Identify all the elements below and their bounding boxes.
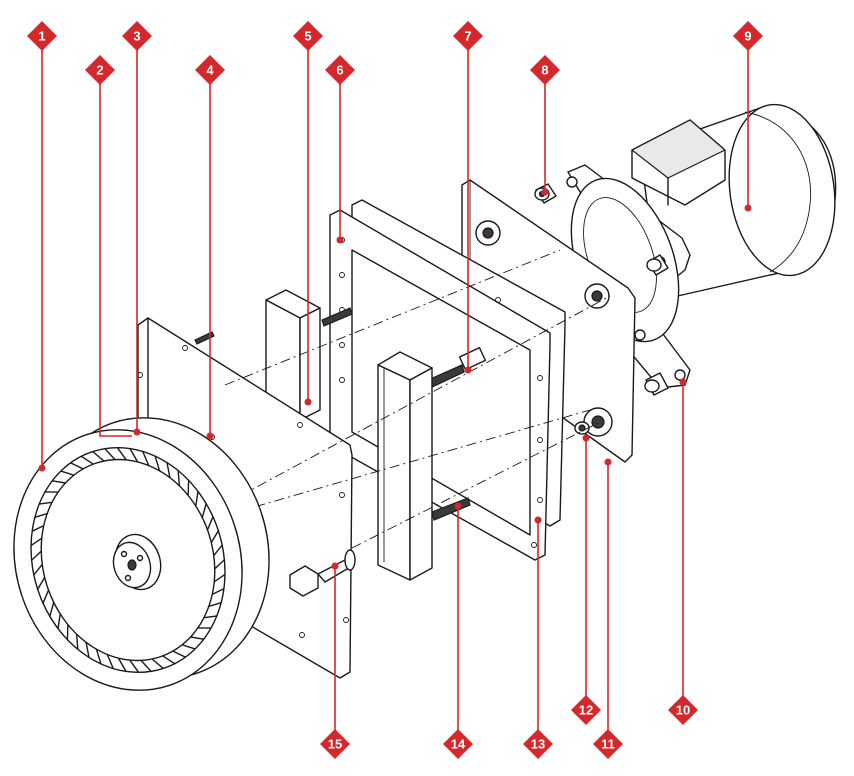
- blower-blade: [203, 615, 218, 619]
- callout-3-label: 3: [133, 29, 140, 44]
- blower-blade: [213, 544, 223, 557]
- blower-blade: [42, 589, 50, 604]
- blower-blade: [187, 479, 190, 497]
- blower-blade: [80, 455, 94, 465]
- callout-10: 10: [668, 695, 698, 725]
- blower-blade: [213, 573, 226, 583]
- callout-13: 13: [523, 729, 553, 759]
- callout-8-label: 8: [541, 63, 548, 78]
- blower-blades: [30, 447, 226, 673]
- callout-2-label: 2: [96, 63, 103, 78]
- callout-6: 6: [325, 55, 355, 85]
- callout-14: 14: [443, 729, 473, 759]
- callout-5: 5: [293, 21, 323, 51]
- blower-blade: [36, 576, 46, 591]
- threaded-stud: [431, 497, 471, 521]
- blower-blade: [66, 623, 69, 641]
- blower-blade: [33, 563, 43, 576]
- blower-blade: [177, 470, 181, 487]
- blower-blade: [140, 659, 152, 672]
- blower-blade: [95, 648, 102, 665]
- leader-lines: [41, 48, 749, 732]
- blower-blade: [195, 490, 199, 507]
- callout-11: 11: [593, 729, 623, 759]
- blower-blade: [92, 450, 105, 462]
- blower-blade: [57, 613, 61, 630]
- blower-wheel: [13, 417, 270, 691]
- blower-blade: [34, 512, 48, 518]
- blower-blade: [211, 588, 225, 596]
- callout-4-label: 4: [206, 63, 214, 78]
- callout-9: 9: [733, 21, 763, 51]
- callout-3: 3: [122, 21, 152, 51]
- spacer: [644, 372, 669, 396]
- blower-blade: [141, 450, 150, 467]
- blower-blade: [172, 650, 187, 658]
- blower-blade: [128, 659, 140, 673]
- blower-blade: [208, 602, 222, 608]
- callout-7-label: 7: [464, 29, 471, 44]
- assembly-axis-lines: [139, 249, 611, 549]
- blower-blade: [214, 559, 226, 570]
- callout-1: 1: [27, 21, 57, 51]
- spacer-channel-rear: [265, 289, 321, 421]
- blower-blade: [166, 461, 171, 479]
- blower-blade: [30, 537, 43, 547]
- blower-blade: [51, 480, 67, 484]
- callout-12-label: 12: [579, 703, 593, 718]
- spacer-channel-front: [377, 351, 433, 581]
- callout-5-label: 5: [304, 29, 311, 44]
- blower-blade: [104, 448, 116, 461]
- callout-9-label: 9: [744, 29, 751, 44]
- spacer: [646, 254, 669, 276]
- callout-13-label: 13: [531, 737, 545, 752]
- callout-11-label: 11: [601, 737, 615, 752]
- threaded-stud: [321, 307, 353, 327]
- blower-blade: [49, 601, 55, 618]
- callout-8: 8: [530, 55, 560, 85]
- blower-blade: [117, 657, 127, 673]
- callout-7: 7: [453, 21, 483, 51]
- blower-blade: [129, 447, 139, 463]
- callout-6-label: 6: [336, 63, 343, 78]
- leader-dots: [38, 188, 752, 570]
- blower-blade: [60, 470, 75, 476]
- callout-14-label: 14: [451, 737, 466, 752]
- blower-blade: [189, 636, 205, 640]
- blower-blade: [75, 633, 79, 650]
- blower-blade: [154, 455, 161, 472]
- blower-blade: [181, 644, 196, 650]
- callout-15: 15: [320, 729, 350, 759]
- callout-1-label: 1: [38, 29, 45, 44]
- blower-blade: [31, 524, 45, 532]
- blower-blade: [38, 501, 53, 505]
- blower-blade: [30, 550, 42, 561]
- callout-markers: 1 2 3 4 5 6 7 8: [27, 21, 763, 759]
- callout-2: 2: [85, 55, 115, 85]
- callout-10-label: 10: [676, 703, 690, 718]
- blower-blade: [210, 529, 220, 544]
- blower-blade: [116, 447, 128, 461]
- blower-blade: [85, 641, 90, 659]
- blower-blade: [206, 516, 214, 531]
- blower-blade: [151, 658, 164, 670]
- callout-15-label: 15: [328, 737, 342, 752]
- blower-blade: [69, 462, 84, 470]
- blower-blade: [201, 502, 207, 519]
- callout-4: 4: [195, 55, 225, 85]
- blower-blade: [162, 655, 176, 665]
- callout-12: 12: [571, 695, 601, 725]
- blower-blade: [106, 653, 115, 670]
